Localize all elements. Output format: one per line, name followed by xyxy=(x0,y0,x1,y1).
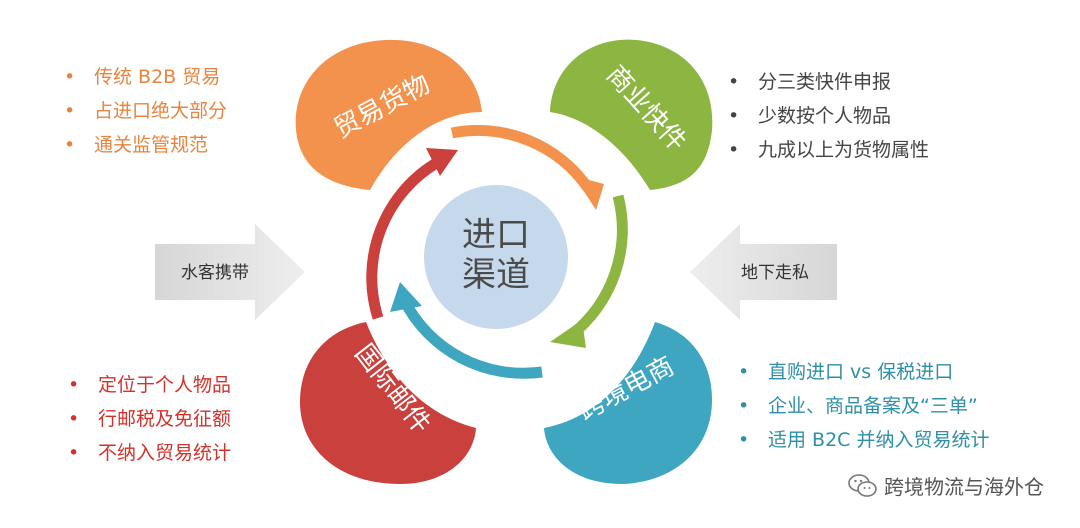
list-item: •不纳入贸易统计 xyxy=(68,442,232,464)
list-item: •适用 B2C 并纳入贸易统计 xyxy=(738,429,990,451)
cycle-arrows xyxy=(366,124,628,379)
list-item: •分三类快件申报 xyxy=(728,71,892,93)
petal-ecommerce xyxy=(544,322,712,484)
trade-goods-list: •传统 B2B 贸易 •占进口绝大部分 •通关监管规范 xyxy=(60,60,227,162)
international-mail-list: •定位于个人物品 •行邮税及免征额 •不纳入贸易统计 xyxy=(64,368,231,470)
right-side-arrow: 地下走私 xyxy=(690,224,837,320)
arrow-express-to-ecommerce xyxy=(566,194,628,341)
watermark-text: 跨境物流与海外仓 xyxy=(884,475,1044,499)
arrow-trade-to-express xyxy=(450,124,593,192)
arrow-postal-to-trade xyxy=(366,157,441,320)
petal-express xyxy=(550,39,713,190)
cross-border-ecommerce-list: •直购进口 vs 保税进口 •企业、商品备案及“三单” •适用 B2C 并纳入贸… xyxy=(734,355,989,457)
list-item: •通关监管规范 xyxy=(64,134,209,156)
arrowhead-postal-to-trade xyxy=(426,148,458,176)
list-item: •少数按个人物品 xyxy=(728,105,892,127)
arrowhead-trade-to-express xyxy=(574,176,604,210)
arrowhead-ecommerce-to-postal xyxy=(390,282,422,312)
list-item: •占进口绝大部分 xyxy=(64,100,228,122)
center-line1: 进口 xyxy=(462,215,530,255)
watermark: 跨境物流与海外仓 xyxy=(848,471,1044,500)
list-item: •九成以上为货物属性 xyxy=(728,139,930,161)
commercial-express-list: •分三类快件申报 •少数按个人物品 •九成以上为货物属性 xyxy=(724,65,929,167)
list-item: •直购进口 vs 保税进口 xyxy=(738,361,954,383)
center-hub xyxy=(424,185,568,329)
left-side-arrow: 水客携带 xyxy=(155,224,305,320)
petal-postal xyxy=(300,322,476,484)
list-item: •企业、商品备案及“三单” xyxy=(738,395,978,417)
center-line2: 渠道 xyxy=(462,255,530,295)
right-arrow-label: 地下走私 xyxy=(741,263,809,283)
list-item: •传统 B2B 贸易 xyxy=(64,66,221,88)
arrow-ecommerce-to-postal xyxy=(399,297,543,379)
left-arrow-label: 水客携带 xyxy=(181,263,249,283)
list-item: •定位于个人物品 xyxy=(68,374,232,396)
petal-trade xyxy=(295,39,482,190)
arrowhead-express-to-ecommerce xyxy=(550,320,586,348)
wechat-icon xyxy=(848,473,877,497)
list-item: •行邮税及免征额 xyxy=(68,408,232,430)
